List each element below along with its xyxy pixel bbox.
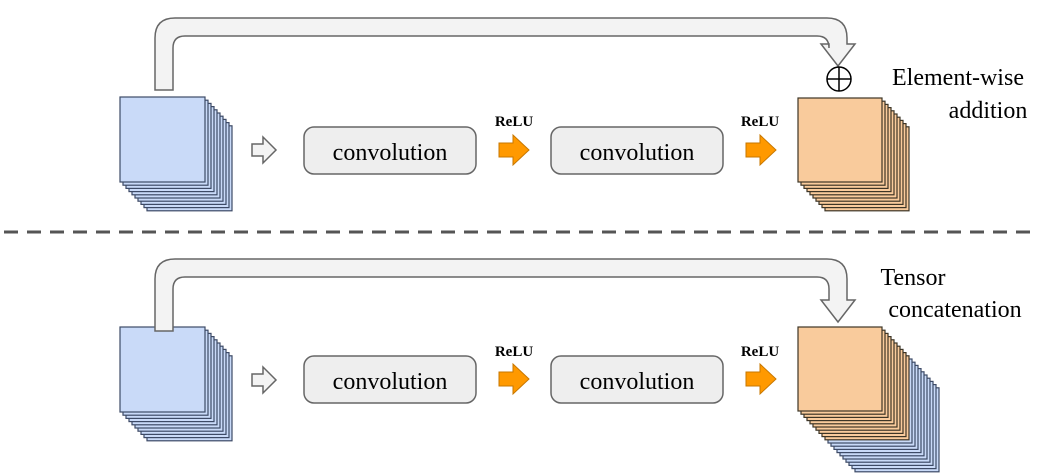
input-tensor-stack [119,96,233,212]
skip-connection-arrow [0,0,865,88]
relu-arrow-icon [745,133,777,167]
tensor-channel-layer [119,96,206,183]
hollow-arrow-icon [251,135,278,165]
relu-label: ReLU [495,344,533,360]
relu-label: ReLU [741,344,779,360]
relu-label: ReLU [741,114,779,130]
conv-block-1: convolution [303,355,477,404]
conv-label: convolution [580,140,695,166]
output-tensor-stack [797,97,910,212]
relu-arrow-icon [498,362,530,396]
hollow-arrow-icon [251,365,278,395]
merge-label-line1: Tensor [881,265,946,291]
skip-connection-arrow [154,17,857,91]
element-wise-add-icon [826,66,852,92]
output-tensor-stack [797,326,940,473]
input-tensor-stack [119,326,233,442]
conv-block-2: convolution [550,126,724,175]
panel-dense: convolution ReLU convolution ReLU Tensor… [119,258,1022,473]
merge-label-line2: addition [949,98,1028,124]
tensor-channel-layer [119,326,206,413]
relu-arrow-icon [745,362,777,396]
relu-arrow-icon [498,133,530,167]
merge-label-line1: Element-wise [892,65,1024,91]
conv-block-1: convolution [303,126,477,175]
tensor-channel-layer [797,97,883,183]
conv-label: convolution [333,140,448,166]
conv-block-2: convolution [550,355,724,404]
panel-residual: convolution ReLU convolution ReLU Elemen… [0,0,1028,212]
relu-label: ReLU [495,114,533,130]
tensor-channel-layer [797,326,883,412]
conv-label: convolution [333,369,448,395]
conv-label: convolution [580,369,695,395]
merge-label-line2: concatenation [888,297,1021,323]
skip-connection-arrow [154,258,857,332]
